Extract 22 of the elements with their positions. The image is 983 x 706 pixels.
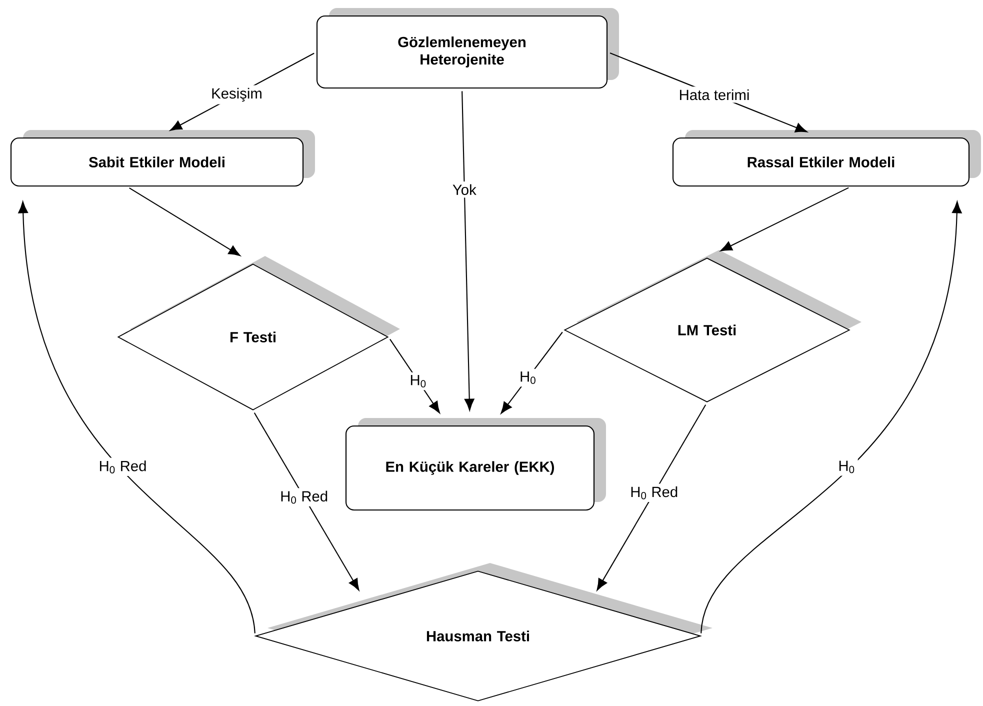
edge-label: H$_{0}$	[407, 372, 430, 390]
edge-label: Yok	[450, 182, 480, 198]
rounded-box: En Küçük Kareler (EKK)	[345, 418, 606, 511]
edge-label: H$_{0}$	[836, 458, 858, 476]
arrow	[129, 187, 240, 256]
arrow	[254, 412, 360, 591]
arrow	[700, 201, 962, 634]
edge-label: H$_{0}$	[516, 368, 540, 387]
edge-label: H$_{0}$ Red	[96, 458, 150, 476]
edge-label: H$_{0}$ Red	[277, 488, 331, 506]
rounded-box: Rassal Etkiler Modeli	[672, 130, 981, 187]
rounded-box: Gözlemlenemeyen Heterojenite	[316, 8, 619, 89]
arrow	[720, 187, 849, 252]
edge-label: Hata terimi	[676, 86, 752, 103]
rounded-box: Sabit Etkiler Modeli	[10, 130, 315, 187]
arrow	[390, 338, 440, 414]
arrow	[18, 201, 256, 634]
arrow	[596, 404, 706, 590]
edge-label: Kesişim	[208, 85, 266, 104]
edge-label: H$_{0}$ Red	[627, 484, 681, 502]
arrow	[462, 91, 474, 411]
arrow	[500, 332, 563, 414]
